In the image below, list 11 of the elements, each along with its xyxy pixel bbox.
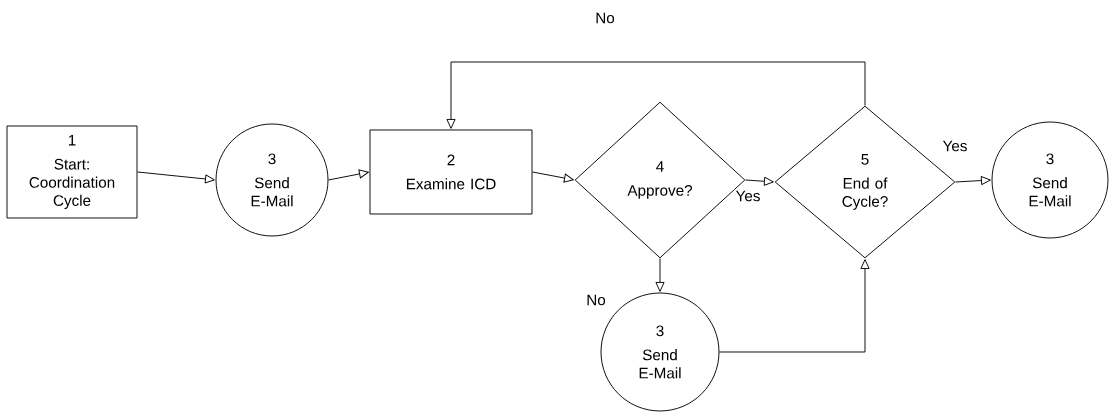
- arrow: [655, 258, 665, 292]
- edge-label: No: [594, 11, 616, 25]
- arrow: [719, 259, 870, 353]
- arrow: [328, 169, 369, 181]
- arrow: [955, 176, 991, 186]
- process-box: 2 Examine ICD: [369, 129, 533, 215]
- arrow: [446, 61, 866, 129]
- arrow: [137, 171, 215, 184]
- arrow: [532, 171, 574, 183]
- process-box: 1 Start: Coordination Cycle: [6, 125, 138, 219]
- arrow: [745, 176, 774, 186]
